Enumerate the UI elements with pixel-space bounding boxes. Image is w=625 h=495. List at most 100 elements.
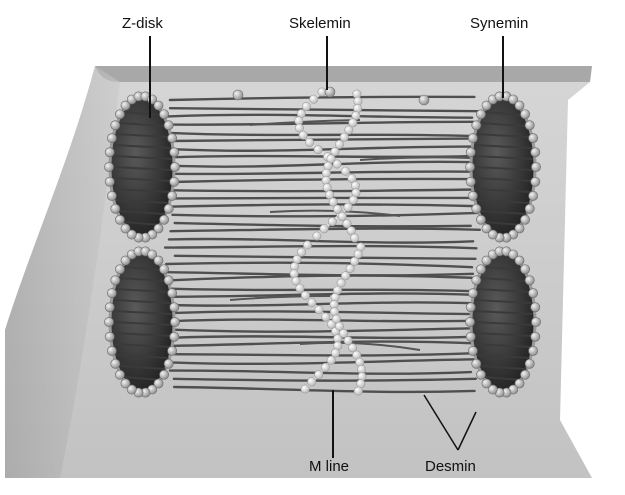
skelemin-bead	[344, 336, 352, 344]
synemin-bead	[520, 370, 529, 379]
synemin-bead	[105, 303, 114, 312]
synemin-bead	[121, 379, 130, 388]
synemin-bead	[104, 162, 113, 171]
skelemin-bead	[321, 363, 329, 371]
synemin-bead	[476, 370, 485, 379]
skelemin-label: Skelemin	[289, 16, 351, 32]
synemin-bead	[170, 162, 179, 171]
skelemin-bead	[341, 167, 349, 175]
synemin-bead	[111, 121, 120, 130]
synemin-bead	[168, 191, 177, 200]
synemin-bead	[525, 204, 534, 213]
synemin-bead	[472, 204, 481, 213]
skelemin-bead	[350, 234, 358, 242]
synemin-bead	[466, 148, 475, 157]
synemin-bead	[115, 110, 124, 119]
synemin-bead	[520, 215, 529, 224]
synemin-bead	[111, 204, 120, 213]
synemin-bead	[476, 110, 485, 119]
synemin-bead	[466, 177, 475, 186]
synemin-bead	[529, 346, 538, 355]
synemin-bead	[159, 110, 168, 119]
skelemin-bead	[333, 205, 341, 213]
skelemin-bead	[345, 126, 353, 134]
synemin-bead	[531, 162, 540, 171]
synemin-bead	[465, 317, 474, 326]
synemin-bead	[105, 332, 114, 341]
skelemin-bead	[302, 102, 310, 110]
synemin-bead	[168, 346, 177, 355]
skelemin-bead	[309, 95, 317, 103]
synemin-bead	[515, 101, 524, 110]
synemin-bead	[154, 256, 163, 265]
skelemin-bead	[301, 291, 309, 299]
z-disk-label: Z-disk	[122, 16, 163, 32]
desmin-filament	[171, 336, 477, 337]
synemin-bead	[107, 346, 116, 355]
synemin-bead	[472, 121, 481, 130]
skelemin-bead	[339, 329, 347, 337]
synemin-bead	[529, 191, 538, 200]
synemin-bead	[482, 379, 491, 388]
synemin-bead	[468, 134, 477, 143]
synemin-bead	[531, 332, 540, 341]
synemin-bead	[111, 276, 120, 285]
skelemin-bead	[328, 217, 336, 225]
synemin-bead	[107, 134, 116, 143]
skelemin-bead	[301, 385, 309, 393]
synemin-bead	[520, 110, 529, 119]
skelemin-bead	[305, 138, 313, 146]
synemin-bead	[468, 346, 477, 355]
synemin-bead	[168, 134, 177, 143]
synemin-bead	[164, 359, 173, 368]
synemin-bead	[111, 359, 120, 368]
skelemin-bead	[299, 131, 307, 139]
synemin-bead	[168, 289, 177, 298]
synemin-bead	[159, 265, 168, 274]
desmin-filament	[166, 189, 480, 191]
synemin-bead	[466, 303, 475, 312]
skelemin-bead	[297, 248, 305, 256]
skelemin-bead	[349, 196, 357, 204]
synemin-bead	[170, 332, 179, 341]
synemin-bead	[476, 265, 485, 274]
synemin-bead	[529, 134, 538, 143]
synemin-label: Synemin	[470, 16, 528, 32]
synemin-bead	[164, 121, 173, 130]
synemin-bead	[107, 191, 116, 200]
desmin-filament	[175, 198, 477, 199]
synemin-bead	[115, 215, 124, 224]
synemin-bead	[531, 303, 540, 312]
skelemin-bead	[344, 203, 352, 211]
skelemin-bead	[327, 356, 335, 364]
synemin-bead	[465, 162, 474, 171]
fiber-top-edge	[95, 66, 592, 82]
synemin-bead	[515, 256, 524, 265]
synemin-bead	[170, 317, 179, 326]
skelemin-bead	[296, 284, 304, 292]
synemin-bead	[468, 289, 477, 298]
synemin-bead	[121, 224, 130, 233]
synemin-bead	[170, 148, 179, 157]
synemin-bead	[159, 370, 168, 379]
skelemin-bead	[320, 225, 328, 233]
skelemin-bead	[313, 232, 321, 240]
synemin-bead	[104, 317, 113, 326]
synemin-bead	[529, 289, 538, 298]
skelemin-bead	[354, 387, 362, 395]
synemin-bead	[115, 370, 124, 379]
synemin-bead	[472, 276, 481, 285]
skelemin-bead	[307, 378, 315, 386]
skelemin-bead	[308, 298, 316, 306]
synemin-bead	[115, 265, 124, 274]
synemin-bead	[164, 276, 173, 285]
synemin-bead	[164, 204, 173, 213]
synemin-bead	[468, 191, 477, 200]
synemin-bead	[159, 215, 168, 224]
synemin-bead	[419, 95, 429, 105]
synemin-bead	[525, 276, 534, 285]
skelemin-bead	[315, 370, 323, 378]
synemin-bead	[531, 177, 540, 186]
synemin-bead	[520, 265, 529, 274]
